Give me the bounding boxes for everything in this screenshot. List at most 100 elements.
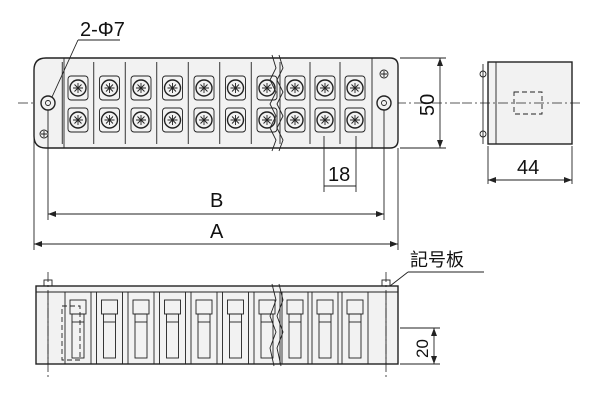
top-terminal-screw <box>132 79 150 97</box>
top-terminal-pocket <box>193 75 215 101</box>
top-terminal-screw-slot <box>350 83 360 93</box>
dim-pitch-label: 18 <box>328 164 350 186</box>
top-terminal-screw-slot <box>230 115 241 125</box>
top-terminal-screw <box>226 79 245 97</box>
top-terminal-screw-slot <box>262 115 272 125</box>
top-terminal-pocket <box>344 75 366 101</box>
front-terminal-cell <box>253 291 281 365</box>
top-terminal-pocket <box>225 107 246 133</box>
front-terminal-array <box>64 291 369 365</box>
dim-side-height-arrow-top <box>431 328 437 336</box>
top-break-line-b <box>276 54 284 152</box>
top-terminal-pocket <box>130 75 152 101</box>
front-terminal-cell <box>311 291 339 365</box>
top-view <box>18 54 462 152</box>
dim-pitch-group: 18 <box>323 136 357 192</box>
front-terminal-cell <box>159 291 186 365</box>
top-terminal-pocket <box>284 75 306 101</box>
dim-a-group: A <box>33 136 399 250</box>
side-view: 44 <box>462 61 580 184</box>
front-marker-screw-left <box>43 279 53 287</box>
top-terminal-pocket <box>225 75 246 101</box>
top-terminal-screw <box>316 79 334 97</box>
top-terminal-screw-slot <box>73 83 83 93</box>
top-terminal-screw-slot <box>320 83 330 93</box>
front-terminal-clamp <box>71 313 85 359</box>
front-terminal-clamp <box>288 313 302 359</box>
front-terminal-cell <box>341 291 369 365</box>
top-terminal-screw <box>286 79 304 97</box>
top-break-line-a <box>269 54 277 152</box>
top-terminal-pocket <box>344 107 366 133</box>
marker-plate-leader <box>389 271 409 287</box>
top-terminal-screw <box>195 79 213 97</box>
dim-a-label: A <box>210 221 224 243</box>
front-hidden-bolt <box>61 305 81 361</box>
top-terminal-screw-slot <box>199 83 209 93</box>
top-terminal-screw <box>100 111 119 129</box>
dim-side-height-arrow-bottom <box>431 356 437 364</box>
front-terminal-clamp <box>197 313 211 359</box>
top-terminal-screw-slot <box>104 115 115 125</box>
top-terminal-screw <box>346 79 364 97</box>
top-terminal-screw <box>69 111 87 129</box>
front-terminal-cell <box>281 291 309 365</box>
front-terminal-clamp <box>103 313 116 359</box>
top-terminal-pocket <box>99 107 120 133</box>
front-marker-screw-right <box>381 279 391 287</box>
dim-height-group: 50 <box>400 57 446 149</box>
top-terminal-screw-slot <box>262 83 272 93</box>
front-terminal-clamp <box>318 313 332 359</box>
top-terminal-screw-slot <box>290 83 300 93</box>
top-terminal-pocket <box>284 107 306 133</box>
top-terminal-pocket <box>67 75 89 101</box>
top-terminal-screw <box>163 79 182 97</box>
front-terminal-clamp <box>134 313 148 359</box>
top-terminal-pocket <box>162 75 183 101</box>
top-terminal-screw-slot <box>290 115 300 125</box>
top-terminal-pocket <box>99 75 120 101</box>
dim-b-label: B <box>210 190 223 212</box>
dim-depth-label: 44 <box>517 157 539 179</box>
front-terminal-cell <box>96 291 123 365</box>
front-terminal-cell <box>127 291 155 365</box>
front-terminal-cell <box>222 291 249 365</box>
top-terminal-screw-slot <box>136 115 146 125</box>
dim-depth-arrow-right <box>564 177 572 183</box>
mounting-hole-right-inner <box>381 100 387 106</box>
top-terminal-pocket <box>256 75 278 101</box>
top-terminal-pocket <box>67 107 89 133</box>
front-terminal-clamp <box>166 313 179 359</box>
dim-height-arrow-bottom <box>437 140 443 148</box>
dim-b-group: B <box>47 110 385 220</box>
front-terminal-clamp <box>260 313 274 359</box>
top-terminal-screw-slot <box>167 115 178 125</box>
dim-height-arrow-top <box>437 58 443 66</box>
top-terminal-screw <box>286 111 304 129</box>
top-terminal-screw-slot <box>136 83 146 93</box>
front-terminal-clamp <box>348 313 362 359</box>
top-terminal-pocket <box>162 107 183 133</box>
hole-callout-leader <box>51 39 79 98</box>
top-terminal-screw-slot <box>350 115 360 125</box>
top-terminal-pocket <box>314 107 336 133</box>
marker-screw-left-cross <box>41 131 47 137</box>
dim-a-arrow-right <box>390 241 398 247</box>
top-terminal-screw <box>226 111 245 129</box>
side-hidden-terminal <box>513 91 543 115</box>
top-terminal-screw-slot <box>199 115 209 125</box>
top-terminal-array <box>61 62 366 144</box>
front-terminal-cell <box>64 291 92 365</box>
top-terminal-screw <box>132 111 150 129</box>
front-terminal-clamp <box>229 313 242 359</box>
top-terminal-screw <box>195 111 213 129</box>
marker-screw-right-cross <box>381 71 387 77</box>
hole-callout-label: 2-Φ7 <box>80 19 125 41</box>
top-terminal-screw-slot <box>104 83 115 93</box>
top-terminal-pocket <box>256 107 278 133</box>
top-terminal-screw-slot <box>73 115 83 125</box>
top-terminal-screw <box>100 79 119 97</box>
top-terminal-pocket <box>130 107 152 133</box>
dim-b-arrow-left <box>48 211 56 217</box>
